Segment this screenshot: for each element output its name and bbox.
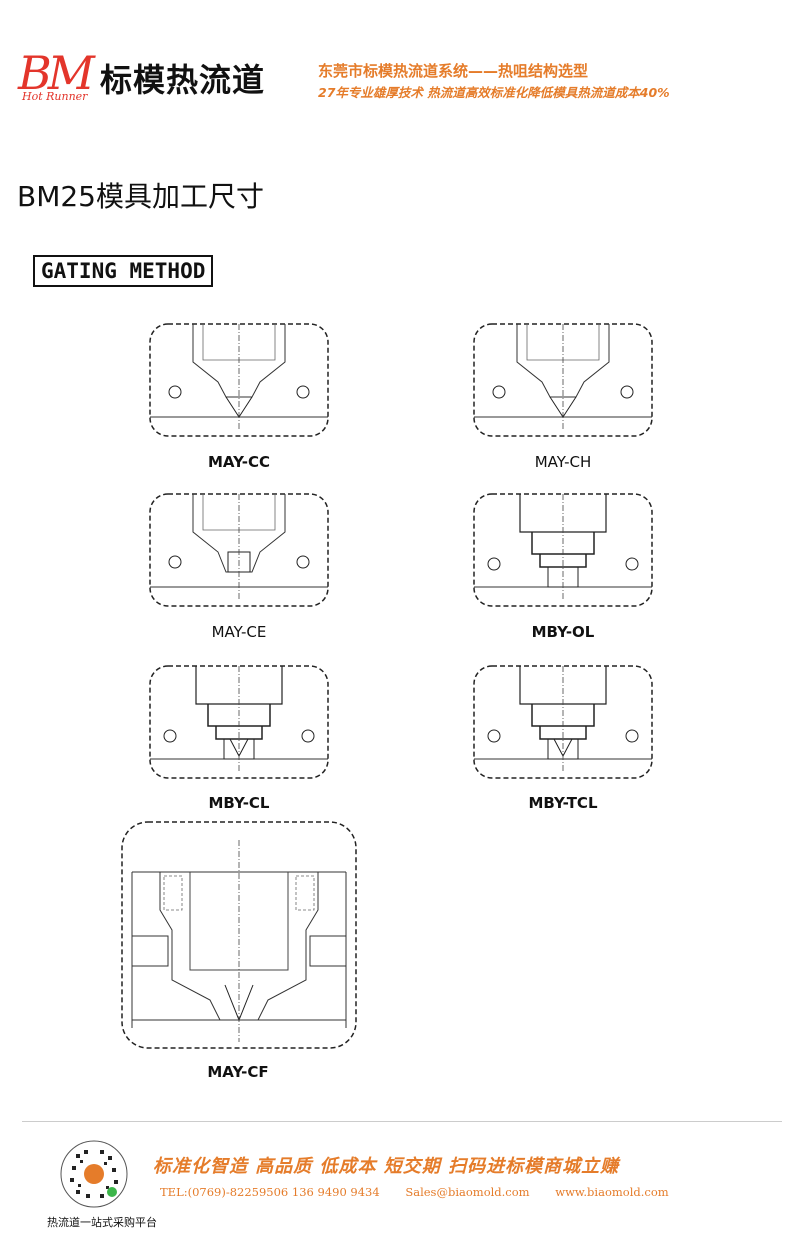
diagram-may-cf[interactable] xyxy=(120,820,360,1052)
nozzle-drawing xyxy=(121,821,357,1049)
section-title: GATING METHOD xyxy=(33,255,214,287)
diagram-label: MAY-CH xyxy=(534,453,592,471)
diagram-mby-tcl[interactable] xyxy=(472,664,654,782)
website-link[interactable]: www.biaomold.com xyxy=(555,1185,669,1199)
brand-name: 标模热流道 xyxy=(100,61,266,99)
diagram-label: MAY-CC xyxy=(208,453,270,471)
diagram-label: MBY-CL xyxy=(208,794,270,812)
qr-code[interactable] xyxy=(60,1140,128,1208)
nozzle-drawing xyxy=(473,323,653,437)
diagram-mby-ol[interactable] xyxy=(472,492,654,610)
qr-caption: 热流道一站式采购平台 xyxy=(47,1216,157,1229)
nozzle-drawing xyxy=(149,493,329,607)
nozzle-drawing xyxy=(473,665,653,779)
contact-info: TEL:(0769)-82259506 136 9490 9434 Sales@… xyxy=(160,1185,691,1199)
logo-mark: BM xyxy=(18,46,95,100)
diagram-label: MBY-TCL xyxy=(528,794,598,812)
footer-divider xyxy=(22,1121,782,1122)
diagram-may-ch[interactable] xyxy=(472,322,654,440)
tagline-primary: 东莞市标模热流道系统——热咀结构选型 xyxy=(318,62,589,80)
nozzle-drawing xyxy=(149,323,329,437)
header: BM Hot Runner 标模热流道 东莞市标模热流道系统——热咀结构选型 2… xyxy=(0,0,800,115)
diagram-label: MBY-OL xyxy=(531,623,595,641)
brand-logo[interactable]: BM Hot Runner xyxy=(18,46,102,108)
diagram-may-cc[interactable] xyxy=(148,322,330,440)
tagline-secondary: 27年专业雄厚技术 热流道高效标准化降低模具热流道成本40% xyxy=(318,85,670,100)
diagram-label: MAY-CF xyxy=(207,1063,269,1081)
diagram-mby-cl[interactable] xyxy=(148,664,330,782)
diagram-may-ce[interactable] xyxy=(148,492,330,610)
logo-subtitle: Hot Runner xyxy=(22,90,88,103)
phone-number[interactable]: TEL:(0769)-82259506 136 9490 9434 xyxy=(160,1185,380,1199)
email-link[interactable]: Sales@biaomold.com xyxy=(405,1185,530,1199)
page-title: BM25模具加工尺寸 xyxy=(17,180,264,213)
qr-code-icon xyxy=(60,1140,128,1208)
diagram-label: MAY-CE xyxy=(211,623,267,641)
nozzle-drawing xyxy=(473,493,653,607)
footer-slogan: 标准化智造 高品质 低成本 短交期 扫码进标模商城立赚 xyxy=(153,1156,620,1177)
nozzle-drawing xyxy=(149,665,329,779)
